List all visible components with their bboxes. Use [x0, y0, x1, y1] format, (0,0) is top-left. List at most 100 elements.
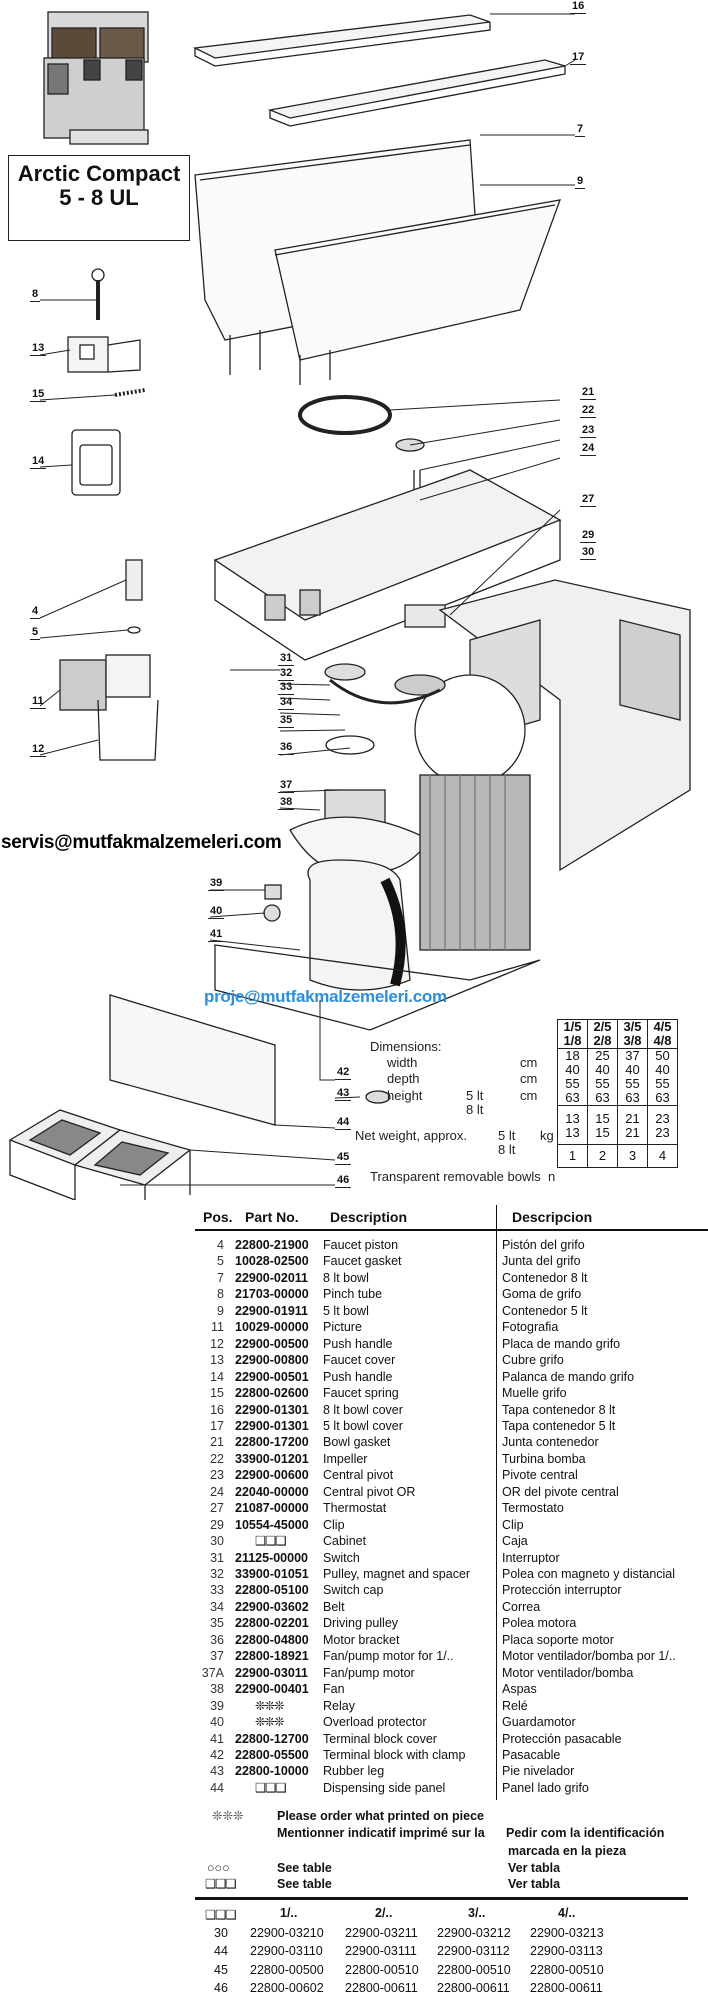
- variant-part-number: 22900-03112: [437, 1944, 510, 1959]
- part-description: 5 lt bowl: [323, 1303, 369, 1318]
- part-descripcion: Junta contenedor: [502, 1435, 599, 1450]
- part-descripcion: Panel lado grifo: [502, 1780, 589, 1795]
- part-number: 22900-03011: [235, 1665, 308, 1680]
- dim-height-5: 55: [647, 1077, 678, 1091]
- part-pos: 21: [210, 1435, 224, 1450]
- dim-col-header: 3/8: [617, 1034, 648, 1049]
- variant-part-number: 22800-00500: [250, 1962, 324, 1977]
- part-descripcion: Polea motora: [502, 1616, 577, 1631]
- variant-pos: 46: [214, 1980, 228, 1995]
- part-number: 22800-02201: [235, 1616, 309, 1631]
- dim-height-5: 55: [617, 1077, 648, 1091]
- bowls-unit: n: [548, 1169, 556, 1184]
- callout-11: 11: [30, 695, 46, 709]
- product-photo: [43, 11, 149, 145]
- dim-depth: 40: [557, 1063, 588, 1077]
- part-pos: 14: [210, 1369, 224, 1384]
- callout-16: 16: [570, 0, 587, 14]
- part-descripcion: Relé: [502, 1698, 528, 1713]
- part-description: Terminal block cover: [323, 1731, 437, 1746]
- part-pos: 13: [210, 1353, 224, 1368]
- part-pos: 37A: [201, 1665, 224, 1680]
- part-description: Faucet spring: [323, 1386, 399, 1401]
- part-descripcion: Pivote central: [502, 1468, 578, 1483]
- callout-36: 36: [278, 741, 295, 755]
- dim-depth: 40: [587, 1063, 618, 1077]
- variant-header: 4/..: [558, 1906, 576, 1920]
- part-descripcion: Turbina bomba: [502, 1451, 586, 1466]
- part-description: Faucet gasket: [323, 1254, 402, 1269]
- callout-41: 41: [208, 928, 225, 942]
- part-pos: 32: [210, 1567, 224, 1581]
- part-pos: 36: [210, 1632, 224, 1647]
- part-descripcion: Motor ventilador/bomba: [502, 1665, 634, 1680]
- part-number: 22800-02600: [235, 1386, 309, 1401]
- part-number: 22900-00500: [235, 1336, 309, 1351]
- weight-8: 15: [587, 1126, 618, 1145]
- callout-32: 32: [278, 667, 295, 681]
- dim-height-8: 63: [557, 1091, 588, 1106]
- callout-15: 15: [30, 388, 47, 402]
- part-number: 33900-01201: [235, 1451, 309, 1466]
- part-number: ❑❑❑: [255, 1780, 287, 1795]
- variant-part-number: 22800-00602: [250, 1980, 324, 1995]
- part-description: Fan/pump motor for 1/..: [323, 1649, 454, 1664]
- part-description: Push handle: [323, 1336, 393, 1351]
- part-description: Faucet cover: [323, 1353, 396, 1368]
- note-star-symbol: ❊❊❊: [212, 1809, 244, 1823]
- part-number: 22800-17200: [235, 1435, 309, 1450]
- part-pos: 23: [210, 1468, 224, 1483]
- part-description: Central pivot: [323, 1468, 394, 1483]
- dimensions-heading: Dimensions:: [370, 1039, 442, 1054]
- part-descripcion: Junta del grifo: [502, 1254, 581, 1269]
- note-star-fr: Mentionner indicatif imprimé sur la: [277, 1826, 485, 1840]
- part-number: 22800-18921: [235, 1649, 309, 1664]
- callout-14: 14: [30, 455, 47, 469]
- part-number: 22800-10000: [235, 1764, 309, 1779]
- part-number: 22900-00800: [235, 1353, 309, 1368]
- part-description: Fan: [323, 1682, 345, 1697]
- dim-depth: 40: [617, 1063, 648, 1077]
- exploded-diagram: [8, 11, 691, 1200]
- part-number: 22040-00000: [235, 1484, 309, 1499]
- variant-pos: 30: [214, 1926, 228, 1940]
- dim-width: 18: [557, 1048, 588, 1063]
- part-pos: 43: [210, 1764, 224, 1779]
- part-description: Dispensing side panel: [323, 1780, 446, 1795]
- header-part-no: Part No.: [245, 1209, 299, 1225]
- part-pos: 22: [210, 1451, 224, 1466]
- bowl-cover-17: [267, 59, 566, 119]
- weight-8: 23: [647, 1126, 678, 1145]
- dim-depth-unit: cm: [520, 1071, 538, 1086]
- callout-21: 21: [580, 386, 597, 400]
- note-circle-ver-tabla: Ver tabla: [508, 1861, 561, 1875]
- dim-col-header: 3/5: [617, 1019, 648, 1034]
- part-pos: 42: [210, 1747, 224, 1762]
- part-number: 21087-00000: [235, 1501, 309, 1516]
- callout-37: 37: [278, 779, 295, 793]
- drip-trays: [8, 1109, 192, 1200]
- part-number: 10028-02500: [235, 1254, 309, 1269]
- dim-col-header: 2/8: [587, 1034, 618, 1049]
- part-number: 22900-00401: [235, 1682, 309, 1697]
- bowl-cover-16: [192, 14, 491, 59]
- part-descripcion: Interruptor: [502, 1550, 560, 1565]
- note-star-es1: Pedir com la identificación: [506, 1826, 665, 1840]
